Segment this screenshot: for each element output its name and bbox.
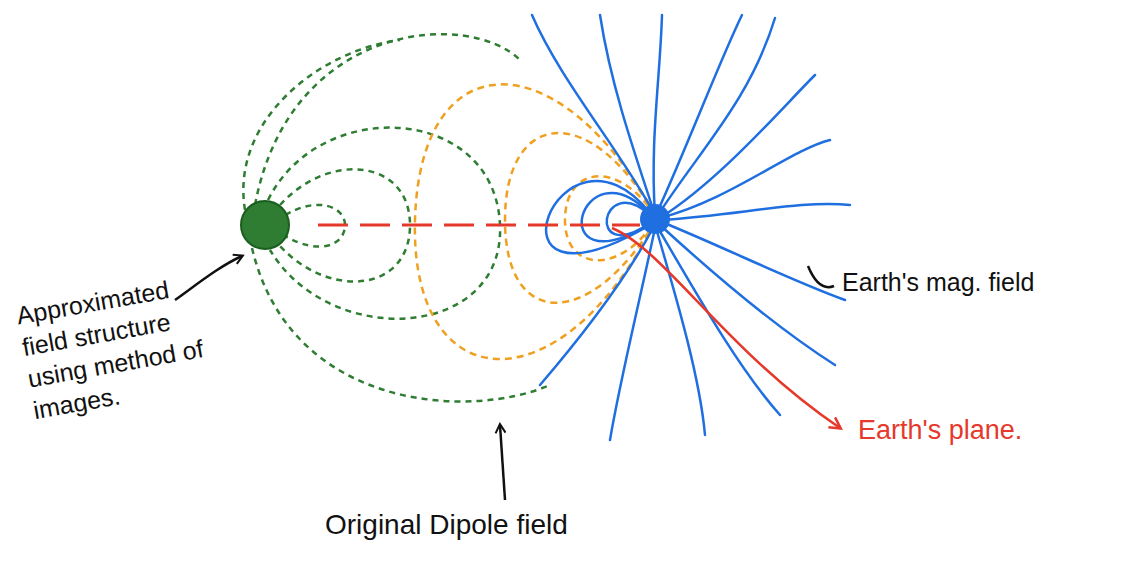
image-leader [175,256,242,300]
dipole-leader [500,425,505,500]
callout-note: Original Dipole field [325,508,568,542]
earth-field-lines [532,15,850,440]
callout-note: Approximated field structure using metho… [14,269,213,426]
earth-body [640,204,670,234]
dipole-field-lines [415,84,655,359]
callout-note: Earth's mag. field [842,266,1034,298]
earth-plane-line [318,224,640,227]
callout-note: Earth's plane. [858,414,1022,446]
image-body [241,201,289,249]
earth-field-hook [808,266,834,287]
plane-leader [612,228,840,428]
